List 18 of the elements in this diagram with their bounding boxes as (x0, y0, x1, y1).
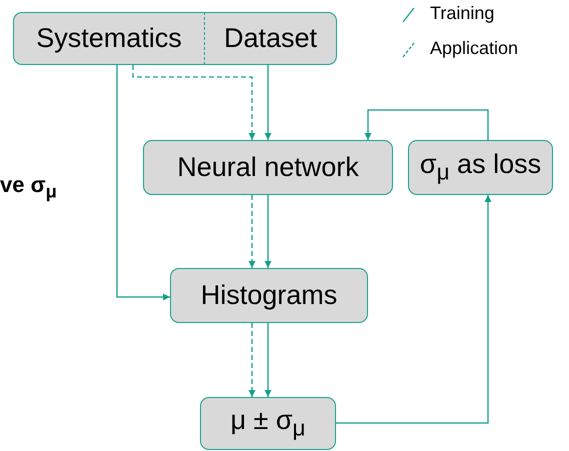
process-box: Histograms (170, 268, 368, 323)
process-box: σ$_{μ}$ as loss (408, 140, 553, 195)
arrow (264, 323, 272, 397)
legend-text: Application (430, 38, 518, 59)
arrow (264, 65, 272, 140)
note-text: ve σ$_{μ}$ (0, 172, 57, 202)
arrow (364, 109, 489, 140)
process-box: μ ± σ$_{μ}$ (200, 397, 336, 450)
legend-text: Training (430, 3, 494, 24)
arrow (248, 323, 256, 397)
arrow (336, 195, 492, 424)
process-box: Systematics (13, 12, 204, 65)
arrow (116, 65, 170, 300)
arrow (132, 65, 256, 140)
process-box: Neural network (143, 140, 393, 195)
process-box: Dataset (204, 12, 337, 65)
arrow (264, 195, 272, 268)
arrow (248, 195, 256, 268)
